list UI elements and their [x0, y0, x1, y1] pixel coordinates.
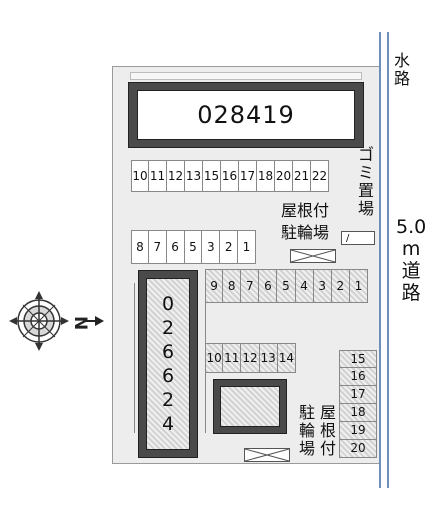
- parking-space: 4: [295, 269, 314, 303]
- building-left-char: 2: [161, 317, 175, 339]
- label-char: 路: [401, 282, 421, 304]
- parking-space: 11: [149, 160, 167, 192]
- building-small-inner: [220, 386, 280, 427]
- building-left-char: 4: [161, 413, 175, 435]
- garbage-area-label: ゴミ置場: [358, 146, 374, 218]
- parking-space: 12: [241, 343, 260, 373]
- compass-north-label: N: [70, 316, 90, 330]
- parking-space: 10: [205, 343, 224, 373]
- parking-space: 15: [203, 160, 221, 192]
- compass-rose-icon: N: [9, 291, 104, 351]
- parking-space: 21: [293, 160, 311, 192]
- garbage-box-mark: /: [346, 232, 350, 244]
- label-char: 道: [401, 260, 421, 282]
- parking-space: 16: [221, 160, 239, 192]
- label-char: ミ: [358, 163, 375, 182]
- bike-rack-bottom: [244, 448, 290, 462]
- parking-space: 1: [349, 269, 368, 303]
- building-main-code: 028419: [137, 90, 355, 140]
- parking-space: 5: [184, 230, 203, 264]
- parking-space: 9: [205, 269, 224, 303]
- parking-space: 5: [277, 269, 296, 303]
- building-left-char: 6: [161, 365, 175, 387]
- parking-space: 3: [202, 230, 221, 264]
- waterway-label: 水路: [394, 52, 410, 88]
- label-char: 場: [299, 439, 316, 458]
- label-char: 駐: [299, 403, 316, 422]
- label-char: 5.0: [396, 216, 427, 238]
- parking-space: 22: [311, 160, 329, 192]
- parking-space: 19: [339, 421, 377, 440]
- parking-space: 3: [313, 269, 332, 303]
- parking-space: 7: [148, 230, 167, 264]
- parking-space: 10: [131, 160, 149, 192]
- parking-space: 17: [339, 385, 377, 404]
- label-char: 付: [320, 439, 337, 458]
- parking-space: 14: [277, 343, 296, 373]
- parking-space: 18: [339, 403, 377, 422]
- parking-space: 6: [259, 269, 278, 303]
- bike-parking-label-bottom: 駐輪場: [299, 404, 315, 458]
- parking-space: 16: [339, 367, 377, 386]
- garbage-box: /: [341, 231, 375, 245]
- label-char: 場: [358, 199, 375, 218]
- parking-space: 13: [259, 343, 278, 373]
- covered-label-bottom: 屋根付: [320, 404, 336, 458]
- parking-space: 20: [339, 439, 377, 458]
- label-char: 路: [394, 69, 411, 88]
- parking-space: 1: [238, 230, 256, 264]
- parking-space: 17: [239, 160, 257, 192]
- parking-space: 15: [339, 350, 377, 368]
- building-left-char: 2: [161, 389, 175, 411]
- label-char: m: [401, 238, 421, 260]
- label-char: 輪: [299, 421, 316, 440]
- road-lines: [379, 32, 389, 488]
- parking-space: 18: [257, 160, 275, 192]
- parking-space: 13: [185, 160, 203, 192]
- site-top-strip: [130, 72, 362, 80]
- label-char: 屋: [320, 403, 337, 422]
- parking-space: 12: [167, 160, 185, 192]
- parking-space: 2: [220, 230, 239, 264]
- label-char: ゴ: [358, 145, 375, 164]
- parking-space: 8: [223, 269, 242, 303]
- building-left-char: 0: [161, 293, 175, 315]
- parking-space: 20: [275, 160, 293, 192]
- label-char: 根: [320, 421, 337, 440]
- label-char: 置: [358, 181, 375, 200]
- parking-space: 11: [223, 343, 242, 373]
- label-char: 水: [394, 51, 411, 70]
- covered-bike-label-line2: 駐輪場: [281, 223, 330, 242]
- parking-space: 8: [131, 230, 149, 264]
- parking-space: 7: [241, 269, 260, 303]
- parking-space: 2: [331, 269, 350, 303]
- building-left-char: 6: [161, 341, 175, 363]
- covered-bike-label-line1: 屋根付: [281, 201, 330, 220]
- bike-rack-top: [290, 249, 336, 263]
- parking-space: 6: [166, 230, 185, 264]
